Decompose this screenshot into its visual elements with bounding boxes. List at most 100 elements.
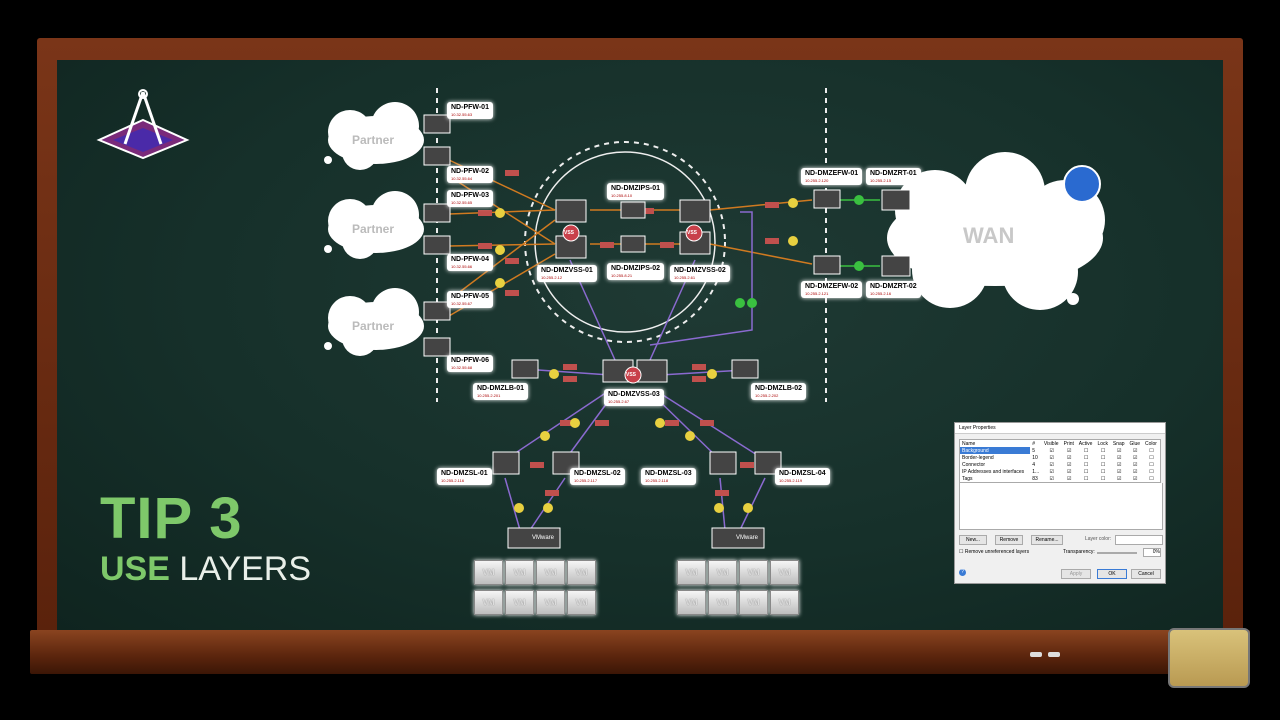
checkbox[interactable]: ☑ — [1132, 461, 1138, 468]
tip-title: TIP 3 USE LAYERS — [100, 486, 312, 589]
tip-subtitle: USE LAYERS — [100, 550, 312, 588]
checkbox[interactable]: ☐ — [1100, 461, 1106, 468]
checkbox[interactable]: ☐ — [1149, 461, 1154, 468]
transparency-slider[interactable] — [1097, 552, 1137, 554]
checkbox[interactable]: ☑ — [1116, 475, 1122, 482]
remove-layer-button[interactable]: Remove — [995, 535, 1023, 545]
layer-color-label: Layer color: — [1085, 536, 1112, 542]
checkbox[interactable]: ☑ — [1116, 447, 1122, 454]
checkbox[interactable]: ☐ — [1149, 475, 1154, 482]
vm-icon: VM — [567, 560, 596, 585]
eraser — [1168, 628, 1250, 688]
remove-unreferenced-checkbox[interactable]: ☐ Remove unreferenced layers — [959, 549, 1030, 555]
checkbox[interactable]: ☑ — [1049, 447, 1054, 454]
checkbox[interactable]: ☑ — [1066, 468, 1072, 475]
checkbox[interactable]: ☑ — [1049, 475, 1054, 482]
partner-cloud — [324, 102, 424, 170]
checkbox[interactable]: ☐ — [1149, 468, 1154, 475]
checkbox[interactable]: ☐ — [1083, 468, 1089, 475]
chalk-piece — [1030, 652, 1042, 657]
ok-button[interactable]: OK — [1097, 569, 1127, 579]
checkbox[interactable]: ☑ — [1116, 468, 1122, 475]
compass-logo-icon — [96, 89, 190, 160]
checkbox[interactable]: ☑ — [1049, 461, 1054, 468]
checkbox[interactable]: ☑ — [1066, 461, 1072, 468]
vm-icon: VM — [474, 560, 503, 585]
checkbox[interactable]: ☑ — [1049, 454, 1054, 461]
transparency-value[interactable]: 0% — [1143, 548, 1161, 557]
vm-icon: VM — [708, 560, 737, 585]
table-empty-area — [959, 483, 1163, 530]
core-zone-ring — [534, 151, 716, 333]
rename-layer-button[interactable]: Rename... — [1031, 535, 1063, 545]
checkbox[interactable]: ☑ — [1132, 447, 1138, 454]
wan-cloud — [887, 152, 1105, 310]
vm-icon: VM — [567, 590, 596, 615]
tip-number: TIP 3 — [100, 486, 243, 551]
apply-button[interactable]: Apply — [1061, 569, 1091, 579]
help-icon[interactable]: ? — [959, 569, 966, 576]
checkbox[interactable]: ☑ — [1132, 475, 1138, 482]
checkbox[interactable]: ☐ — [1149, 447, 1154, 454]
port-tags — [478, 170, 779, 496]
checkbox[interactable]: ☑ — [1116, 461, 1122, 468]
vm-icon: VM — [770, 590, 799, 615]
checkbox[interactable]: ☐ — [1083, 454, 1089, 461]
checkbox[interactable]: ☐ — [1149, 454, 1154, 461]
vm-icon: VM — [536, 560, 565, 585]
checkbox[interactable]: ☑ — [1049, 468, 1054, 475]
checkbox[interactable]: ☑ — [1066, 475, 1072, 482]
device-icons — [423, 114, 911, 549]
vm-icon: VM — [770, 560, 799, 585]
chalk-piece — [1048, 652, 1060, 657]
layer-color-select[interactable] — [1115, 535, 1163, 545]
checkbox[interactable]: ☐ — [1100, 454, 1106, 461]
green-badges — [735, 195, 864, 308]
yellow-badges — [495, 198, 798, 513]
vm-icon: VM — [505, 590, 534, 615]
checkbox[interactable]: ☐ — [1083, 475, 1089, 482]
checkbox[interactable]: ☐ — [1083, 447, 1089, 454]
vm-icon: VM — [505, 560, 534, 585]
dialog-title: Layer Properties — [955, 423, 1165, 434]
vss-badge-label: VSS — [687, 230, 698, 236]
partner-cloud-label: Partner — [352, 319, 395, 333]
partner-cloud-label: Partner — [352, 133, 395, 147]
checkbox[interactable]: ☐ — [1100, 447, 1106, 454]
partner-cloud-label: Partner — [352, 222, 395, 236]
checkbox[interactable]: ☑ — [1132, 468, 1138, 475]
new-layer-button[interactable]: New... — [959, 535, 987, 545]
checkbox[interactable]: ☑ — [1066, 454, 1072, 461]
checkbox[interactable]: ☐ — [1100, 475, 1106, 482]
checkbox[interactable]: ☑ — [1116, 454, 1122, 461]
checkbox[interactable]: ☐ — [1100, 468, 1106, 475]
vm-icon: VM — [708, 590, 737, 615]
wan-cloud-label: WAN — [963, 223, 1015, 248]
checkbox[interactable]: ☑ — [1066, 447, 1072, 454]
checkbox[interactable]: ☑ — [1132, 454, 1138, 461]
cancel-button[interactable]: Cancel — [1131, 569, 1161, 579]
checkbox[interactable]: ☐ — [1083, 461, 1089, 468]
